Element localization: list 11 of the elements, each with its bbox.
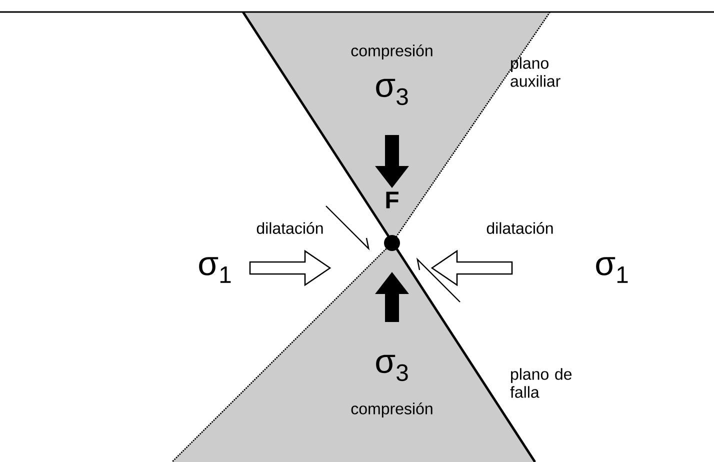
text-label: plano de falla	[510, 368, 572, 398]
text-label: compresión	[351, 44, 432, 60]
text-label: compresión	[351, 402, 432, 418]
text-label: plano auxiliar	[510, 57, 560, 87]
stress-symbol: σ$_{3}$	[376, 78, 408, 106]
stress-symbol: σ$_{3}$	[376, 354, 408, 382]
stress-symbol: σ$_{1}$	[199, 257, 231, 283]
focus-label: F	[386, 192, 398, 208]
stress-symbol: σ$_{1}$	[596, 257, 628, 283]
text-label: dilatación	[256, 222, 323, 234]
text-label: dilatación	[486, 222, 553, 234]
